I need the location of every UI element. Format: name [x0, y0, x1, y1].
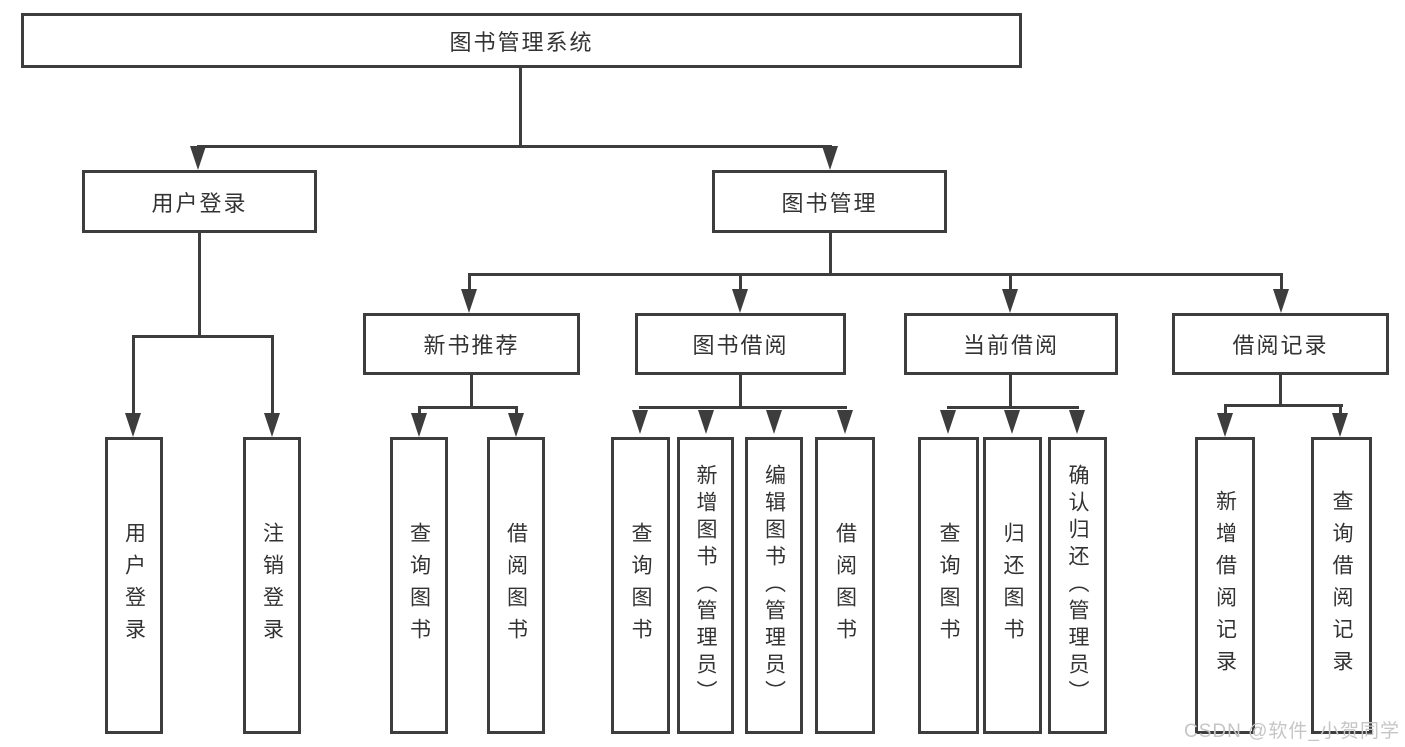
connector-book-management-stem: [829, 233, 832, 273]
arrow-to-leaf: [632, 410, 648, 434]
arrow-to-leaf: [508, 413, 524, 437]
node-label: 当前借阅: [962, 333, 1059, 358]
connector-root-stem: [519, 68, 522, 145]
leaf-borrow-books: 借阅图书: [487, 437, 545, 734]
leaf-query-books: 查询图书: [390, 437, 448, 734]
arrow-to-user-login: [190, 146, 206, 170]
arrow-to-leaf: [1217, 413, 1233, 437]
leaf-add-borrow-record: 新增借阅记录: [1195, 437, 1255, 734]
node-book-borrowing: 图书借阅: [635, 313, 846, 375]
connector-new-book-recommend-stem: [470, 375, 473, 408]
leaf-label: 归还图书: [1001, 521, 1024, 650]
node-label: 图书管理: [781, 190, 878, 216]
node-label: 图书管理系统: [449, 29, 594, 55]
leaf-label: 编辑图书（管理员）: [762, 464, 786, 707]
leaf-add-book-admin: 新增图书（管理员）: [677, 437, 734, 734]
node-borrowing-records: 借阅记录: [1172, 313, 1389, 375]
leaf-logout: 注销登录: [243, 437, 301, 734]
arrow-to-leaf: [766, 410, 782, 434]
connector-new-book-recommend-branch: [418, 406, 518, 409]
leaf-edit-book-admin: 编辑图书（管理员）: [745, 437, 803, 734]
leaf-label: 新增借阅记录: [1213, 489, 1237, 682]
arrow-to-leaf: [1069, 410, 1085, 434]
connector-drop-user-login-leaf: [132, 335, 135, 416]
arrow-to-book-borrowing: [732, 289, 748, 313]
connector-book-borrowing-stem: [739, 375, 742, 406]
leaf-query-books: 查询图书: [611, 437, 670, 734]
arrow-to-leaf-logout: [264, 413, 280, 437]
arrow-to-book-management: [822, 146, 838, 170]
leaf-label: 新增图书（管理员）: [694, 464, 717, 707]
connector-book-borrowing-branch: [639, 406, 847, 409]
node-label: 图书借阅: [692, 333, 789, 358]
leaf-borrow-books: 借阅图书: [815, 437, 875, 734]
node-library-management-system: 图书管理系统: [21, 13, 1022, 68]
node-label: 借阅记录: [1232, 333, 1329, 358]
arrow-to-leaf: [1004, 410, 1020, 434]
arrow-to-leaf: [1332, 413, 1348, 437]
leaf-user-login: 用户登录: [105, 437, 163, 734]
connector-current-borrowing-stem: [1009, 375, 1012, 406]
arrow-to-leaf: [837, 410, 853, 434]
leaf-label: 查询图书: [407, 521, 431, 650]
connector-drop-logout-leaf: [271, 335, 274, 416]
arrow-to-borrowing-records: [1273, 289, 1289, 313]
node-user-login: 用户登录: [82, 170, 317, 233]
leaf-label: 借阅图书: [504, 521, 528, 650]
leaf-label: 查询图书: [937, 521, 960, 650]
connector-user-login-stem: [198, 233, 201, 336]
csdn-watermark: CSDN @软件_小贺同学: [1184, 721, 1400, 742]
arrow-to-current-borrowing: [1002, 289, 1018, 313]
connector-borrowing-records-stem: [1279, 375, 1282, 405]
connector-drop: [1224, 404, 1227, 414]
arrow-to-new-book-recommend: [461, 289, 477, 313]
arrow-to-leaf: [940, 410, 956, 434]
connector-level2-branch: [197, 145, 832, 148]
leaf-query-borrow-record: 查询借阅记录: [1311, 437, 1372, 734]
connector-drop-current-borrowing: [1009, 273, 1012, 291]
arrow-to-leaf-user-login: [125, 413, 141, 437]
connector-current-borrowing-branch: [947, 406, 1079, 409]
connector-drop: [515, 406, 518, 416]
node-label: 新书推荐: [423, 333, 520, 358]
connector-drop: [1339, 404, 1342, 414]
node-book-management: 图书管理: [712, 170, 947, 233]
connector-drop-borrowing-records: [1280, 273, 1283, 291]
arrow-to-leaf: [698, 410, 714, 434]
leaf-label: 查询图书: [629, 521, 652, 650]
leaf-label: 查询借阅记录: [1330, 489, 1353, 682]
node-new-book-recommend: 新书推荐: [363, 313, 580, 375]
leaf-return-books: 归还图书: [983, 437, 1042, 734]
connector-level3-branch: [468, 273, 1283, 276]
leaf-confirm-return-admin: 确认归还（管理员）: [1048, 437, 1107, 734]
connector-user-login-branch: [132, 335, 274, 338]
connector-drop: [418, 406, 421, 416]
leaf-label: 注销登录: [260, 521, 284, 650]
node-current-borrowing: 当前借阅: [904, 313, 1118, 375]
connector-borrowing-records-branch: [1224, 404, 1343, 407]
leaf-label: 借阅图书: [833, 521, 857, 650]
connector-drop-book-borrowing: [739, 273, 742, 291]
leaf-label: 用户登录: [122, 521, 146, 650]
node-label: 用户登录: [151, 190, 248, 216]
leaf-query-books: 查询图书: [918, 437, 979, 734]
connector-drop-new-book-recommend: [468, 273, 471, 291]
arrow-to-leaf: [411, 413, 427, 437]
leaf-label: 确认归还（管理员）: [1066, 464, 1089, 707]
